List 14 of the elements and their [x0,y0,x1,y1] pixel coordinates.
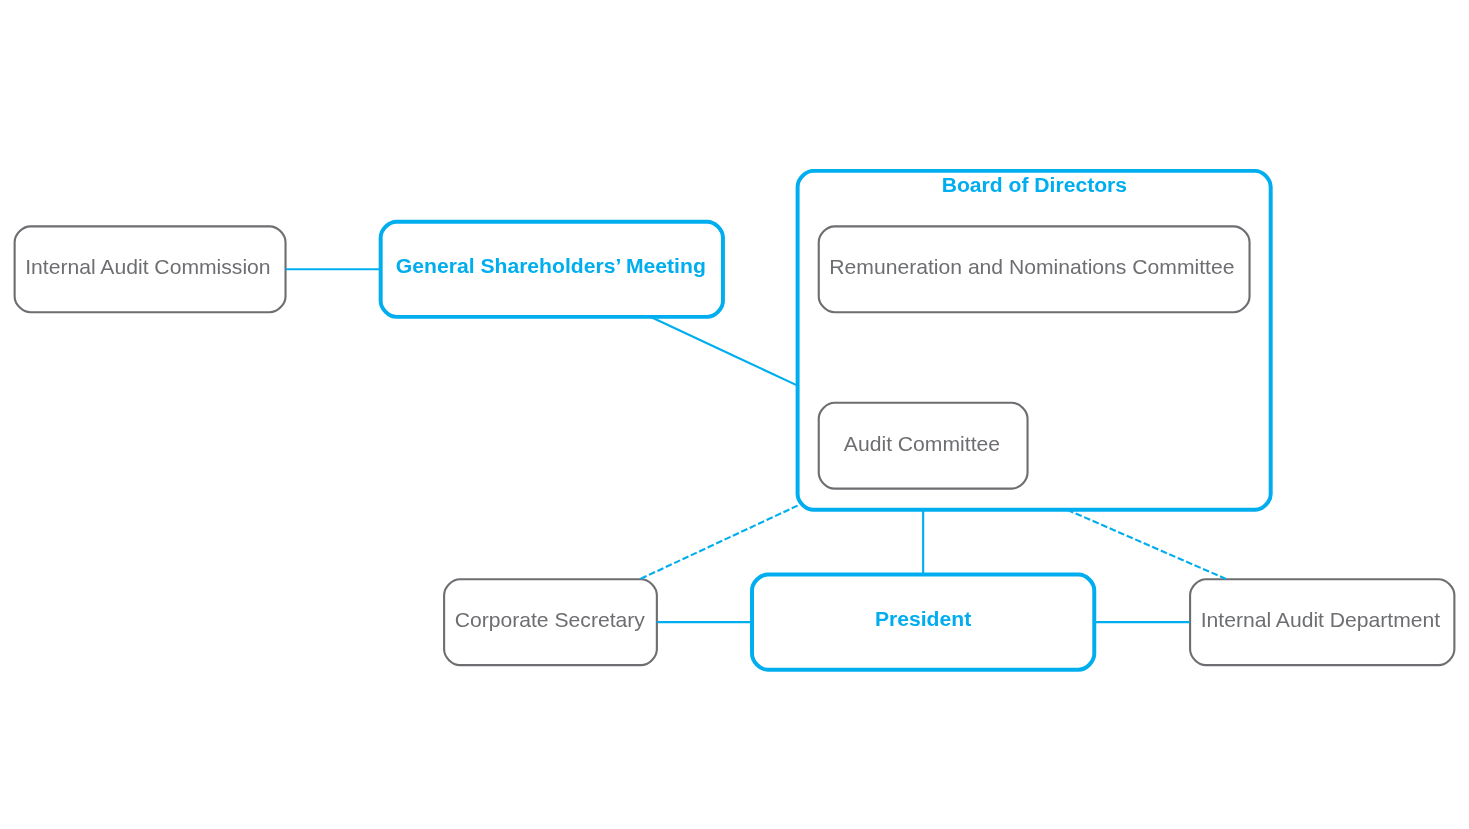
node-box: Remuneration and Nominations Committee [817,224,1251,313]
node-box: Corporate Secretary [443,577,658,666]
connector [657,620,752,623]
connector [1066,508,1228,580]
node-box: President [750,572,1097,672]
node-box: Audit Committee [817,401,1029,490]
node-box: General Shareholders’ Meeting [378,219,725,319]
connector [285,267,381,270]
node-box: Internal Audit Department [1189,577,1456,666]
connector [639,504,799,580]
connector [922,509,925,574]
connector [650,315,799,387]
connector [1094,620,1190,623]
node-box: Internal Audit Commission [13,224,287,313]
